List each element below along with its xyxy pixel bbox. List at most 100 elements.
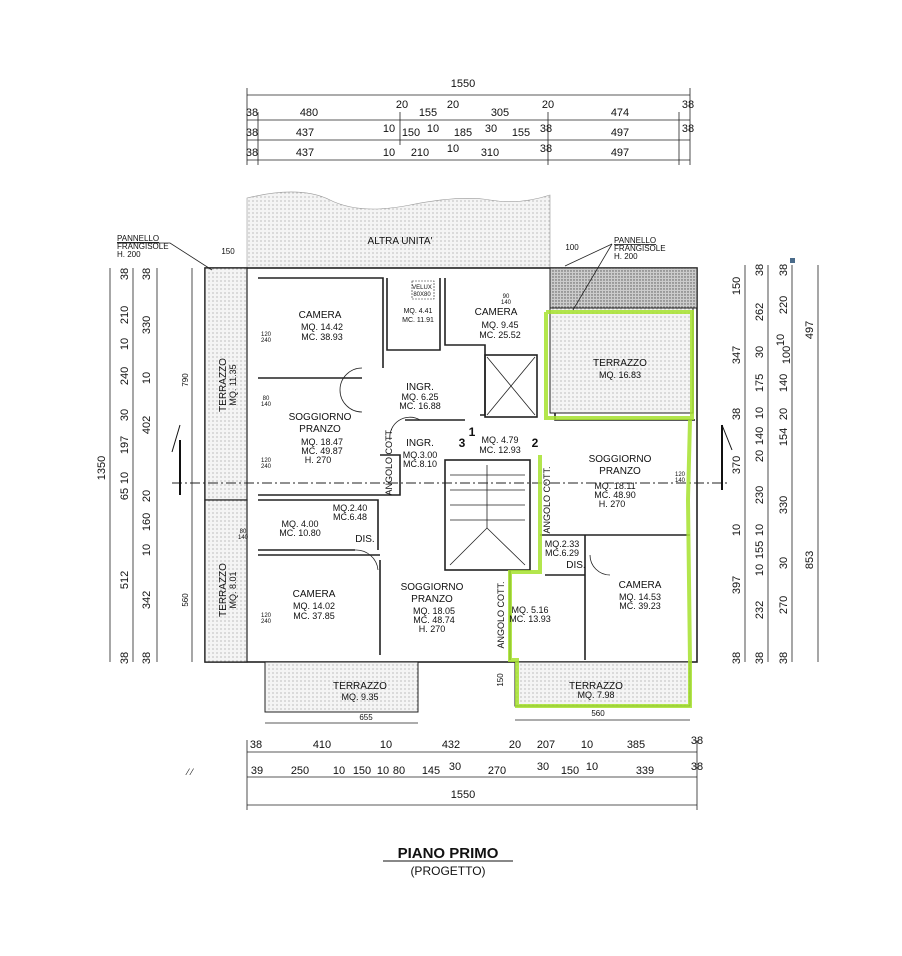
room-ingresso-1: INGR. MQ. 6.25 MC. 16.88 — [399, 382, 441, 411]
window-width: 80 — [240, 529, 247, 535]
dim: 330 — [141, 316, 153, 334]
room-volume: MC. 16.88 — [399, 401, 441, 411]
room-ingresso-2: INGR. MQ.3.00 MC.8.10 — [403, 438, 438, 469]
dim: 853 — [804, 551, 816, 569]
dim: 140 — [778, 374, 790, 392]
room-name: DIS. — [355, 534, 374, 545]
dim: 339 — [636, 765, 654, 777]
dim: 10 — [754, 407, 766, 419]
room-area: MQ. 5.16 — [511, 605, 548, 615]
top-dimensions — [246, 88, 691, 165]
entrance-number: 2 — [532, 436, 539, 450]
room-soggiorno-s: SOGGIORNO PRANZO MQ. 18.05 MC. 48.74 H. … — [401, 582, 464, 634]
room-area: MQ.2.33 — [545, 539, 580, 549]
dim: 38 — [119, 652, 131, 664]
misc-dim-lines — [191, 268, 690, 724]
room-volume: MC. 48.90 — [594, 490, 636, 500]
dim: 330 — [778, 496, 790, 514]
room-area: MQ.3.00 — [403, 450, 438, 460]
kitchen-corner-label: ANGOLO COTT. — [542, 466, 552, 533]
room-volume: MC. 11.91 — [402, 317, 434, 324]
dim: 38 — [691, 761, 703, 773]
room-camera-n: CAMERA MQ. 9.45 MC. 25.52 — [475, 307, 521, 340]
dim: 20 — [447, 99, 459, 111]
room-terrazzo-w2: TERRAZZO MQ. 8.01 — [218, 563, 238, 617]
dim: 10 — [141, 544, 153, 556]
dim: 38 — [246, 127, 258, 139]
dim-bottom-total: 1550 — [451, 789, 475, 801]
dim: 497 — [611, 147, 629, 159]
window-width: 120 — [261, 458, 272, 464]
room-bagno-e: MQ. 5.16 MC. 13.93 — [509, 605, 551, 624]
dim: 232 — [754, 601, 766, 619]
dim: 397 — [731, 576, 743, 594]
pannello-right-label: PANNELLO FRANGISOLE H. 200 — [564, 236, 666, 311]
dim: 150 — [353, 765, 371, 777]
dim-right-col2: 38 262 30 175 10 140 20 230 10 155 10 23… — [754, 264, 766, 664]
window-height: 240 — [261, 338, 272, 344]
dim-top-row3: 38 437 10 210 10 310 38 497 — [246, 143, 629, 159]
room-area: MQ. 18.05 — [413, 606, 455, 616]
room-name: INGR. — [406, 382, 434, 393]
dim: 10 — [754, 564, 766, 576]
dim: 10 — [333, 765, 345, 777]
room-bagno-n: VELUX 80X80 MQ. 4.41 MC. 11.91 — [402, 280, 435, 324]
room-name: CAMERA — [299, 310, 342, 321]
annotation-line: PANNELLO — [614, 236, 656, 245]
dim: 38 — [778, 264, 790, 276]
bottom-dim-lines — [246, 740, 698, 810]
room-volume: MC. 13.93 — [509, 614, 551, 624]
dim: 270 — [488, 765, 506, 777]
dim: 38 — [540, 123, 552, 135]
room-bagno-w: MQ. 4.00 MC. 10.80 — [279, 519, 321, 538]
right-dim-lines — [744, 265, 819, 662]
entrance-number: 1 — [469, 425, 476, 439]
room-name: CAMERA — [619, 580, 662, 591]
dim: 210 — [119, 306, 131, 324]
velux-label: VELUX — [412, 285, 432, 291]
dim-top-row1: 38 480 20 155 20 305 20 474 38 — [246, 99, 694, 119]
dim: 30 — [754, 346, 766, 358]
room-name: TERRAZZO — [593, 358, 647, 369]
dim: 38 — [731, 408, 743, 420]
dim: 310 — [481, 147, 499, 159]
dim: 480 — [300, 107, 318, 119]
velux-size: 80X80 — [413, 292, 431, 298]
dim: 38 — [141, 652, 153, 664]
window-height: 140 — [238, 535, 249, 541]
annotation-line: PANNELLO — [117, 234, 159, 243]
dim: 385 — [627, 739, 645, 751]
room-area: MQ. 14.53 — [619, 592, 661, 602]
room-volume: MC. 25.52 — [479, 330, 521, 340]
dim: 20 — [509, 739, 521, 751]
room-area: MQ. 14.02 — [293, 601, 335, 611]
room-name: TERRAZZO — [218, 358, 229, 412]
dim: 30 — [119, 409, 131, 421]
dim: 10 — [731, 524, 743, 536]
room-volume: MC.8.10 — [403, 459, 437, 469]
dim: 347 — [731, 346, 743, 364]
room-name: SOGGIORNO — [401, 582, 464, 593]
adjacent-unit-area — [246, 191, 551, 269]
room-volume: MC. 49.87 — [301, 446, 343, 456]
room-name: PRANZO — [411, 594, 453, 605]
dim: 10 — [377, 765, 389, 777]
window-width: 120 — [261, 332, 272, 338]
window-height: 240 — [261, 619, 272, 625]
room-name: SOGGIORNO — [289, 412, 352, 423]
window-width: 120 — [261, 613, 272, 619]
dim: 10 — [383, 123, 395, 135]
dim-left-col1: 38 210 10 240 30 197 10 65 512 38 — [119, 268, 131, 664]
dim: 100 — [781, 346, 793, 364]
room-area: MQ. 11.35 — [228, 364, 238, 405]
dim: 10 — [380, 739, 392, 751]
dim: 80 — [393, 765, 405, 777]
dim: 38 — [682, 99, 694, 111]
dim: 30 — [485, 123, 497, 135]
room-height: H. 270 — [305, 455, 332, 465]
dim: 38 — [731, 652, 743, 664]
window-width: 80 — [263, 396, 270, 402]
pannello-left-label: PANNELLO FRANGISOLE H. 200 — [117, 234, 213, 271]
dim: 230 — [754, 486, 766, 504]
room-volume: MC. 12.93 — [479, 445, 521, 455]
